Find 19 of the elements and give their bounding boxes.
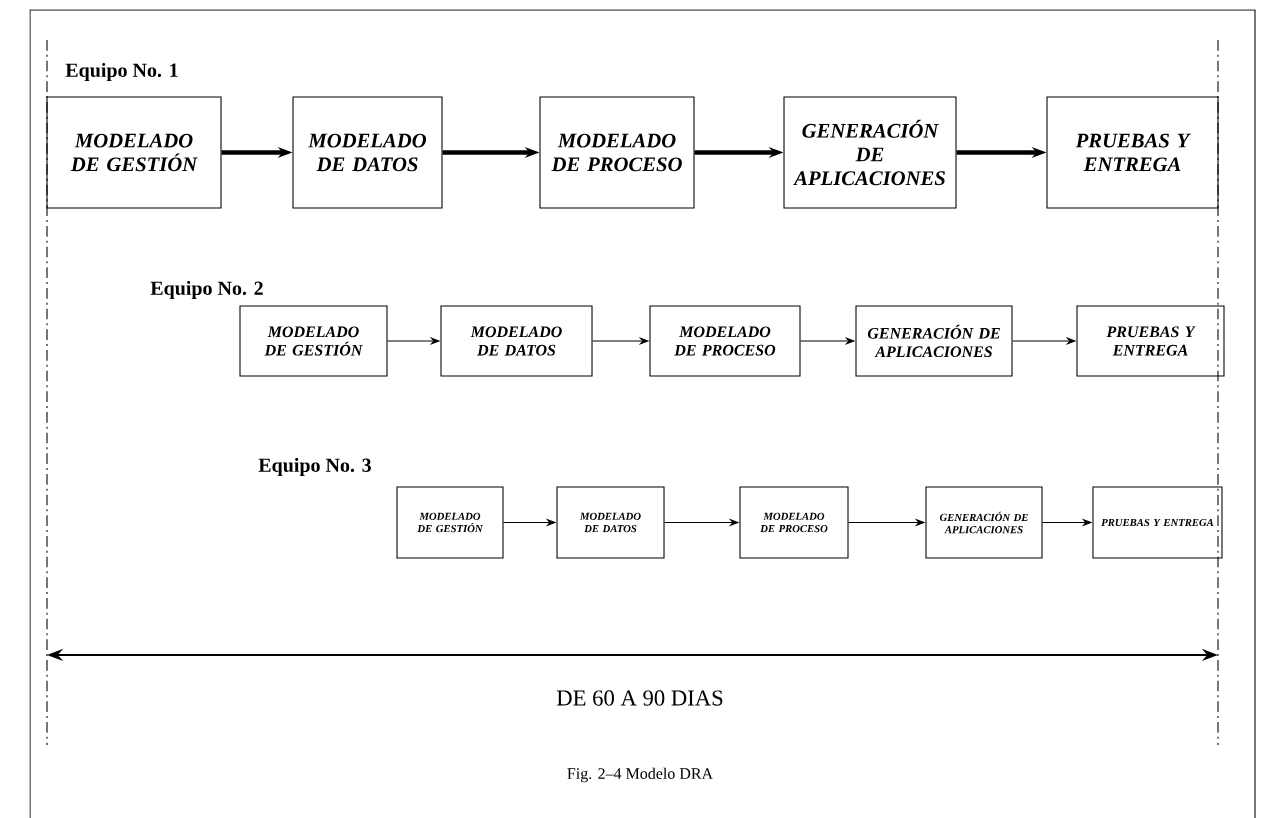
- process-box: MODELADO DE GESTIÓN: [46, 96, 222, 209]
- caption: Fig. 2–4 Modelo DRA: [567, 767, 713, 783]
- process-box: MODELADO DE DATOS: [556, 486, 665, 559]
- process-box: MODELADO DE DATOS: [440, 305, 593, 377]
- process-box: MODELADO DE DATOS: [292, 96, 443, 209]
- process-box: MODELADO DE GESTIÓN: [239, 305, 388, 377]
- process-box: MODELADO DE GESTIÓN: [396, 486, 504, 559]
- process-box: PRUEBAS Y ENTREGA: [1092, 486, 1223, 559]
- process-box: PRUEBAS Y ENTREGA: [1046, 96, 1219, 209]
- process-box: PRUEBAS Y ENTREGA: [1076, 305, 1225, 377]
- process-box: MODELADO DE PROCESO: [539, 96, 695, 209]
- process-box: MODELADO DE PROCESO: [649, 305, 801, 377]
- dimension-label: DE 60 A 90 DIAS: [556, 690, 723, 706]
- process-box: GENERACIÓN DE APLICACIONES: [855, 305, 1013, 377]
- process-box: GENERACIÓN DE APLICACIONES: [783, 96, 957, 209]
- process-box: MODELADO DE PROCESO: [739, 486, 849, 559]
- process-box: GENERACIÓN DE APLICACIONES: [925, 486, 1043, 559]
- team-heading: Equipo No. 2: [150, 280, 263, 300]
- team-heading: Equipo No. 3: [258, 457, 371, 477]
